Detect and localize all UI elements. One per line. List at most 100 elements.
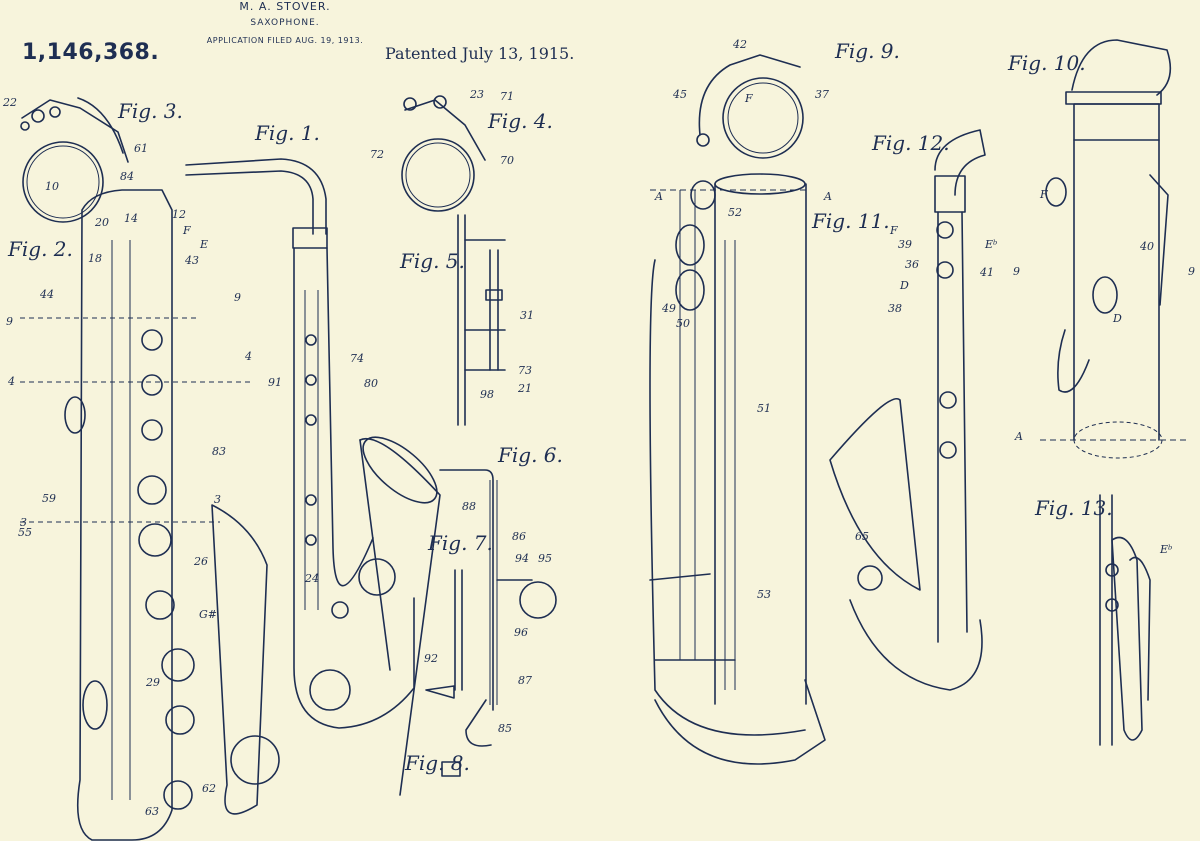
- figure-5-label: Fig. 5.: [399, 249, 465, 273]
- ref-44: 44: [39, 288, 54, 301]
- letter-Eb: Eᵇ: [984, 238, 997, 251]
- ref-12: 12: [172, 208, 186, 221]
- letter-A-fig10: A: [1014, 430, 1023, 443]
- section-mark-9-left: 9: [6, 315, 13, 328]
- letter-G-sharp: G#: [199, 608, 217, 621]
- application-filed-date: APPLICATION FILED AUG. 19, 1913.: [206, 36, 364, 45]
- letter-F-fig9: F: [744, 92, 753, 105]
- ref-87: 87: [518, 674, 532, 687]
- figure-12-label: Fig. 12.: [871, 131, 950, 155]
- letter-F-fig10: F: [1039, 188, 1048, 201]
- ref-70: 70: [500, 154, 514, 167]
- ref-24: 24: [304, 572, 319, 585]
- figure-10-label: Fig. 10.: [1007, 51, 1086, 75]
- ref-96: 96: [514, 626, 528, 639]
- section-mark-4-right: 4: [244, 350, 252, 363]
- figure-10-drawing: [1040, 39, 1190, 459]
- ref-80: 80: [364, 377, 378, 390]
- figure-13-label: Fig. 13.: [1034, 496, 1113, 520]
- section-mark-3-right: 3: [214, 493, 221, 506]
- figure-7-label: Fig. 7.: [427, 531, 493, 555]
- ref-26: 26: [193, 555, 208, 568]
- letter-D: D: [899, 279, 909, 292]
- ref-36: 36: [905, 258, 919, 271]
- ref-41: 41: [979, 266, 994, 279]
- inventor-name: M. A. STOVER.: [239, 0, 331, 13]
- figure-5-drawing: [457, 214, 506, 426]
- ref-43: 43: [184, 254, 199, 267]
- ref-62: 62: [202, 782, 216, 795]
- ref-83: 83: [212, 445, 226, 458]
- letter-D-fig10: D: [1112, 312, 1122, 325]
- figure-1-drawing: [185, 158, 441, 796]
- patent-number: 1,146,368.: [22, 40, 160, 65]
- patented-date: Patented July 13, 1915.: [385, 44, 575, 63]
- ref-52: 52: [728, 206, 742, 219]
- figure-2-label: Fig. 2.: [7, 237, 73, 261]
- ref-73: 73: [518, 364, 532, 377]
- ref-53: 53: [757, 588, 771, 601]
- ref-14: 14: [124, 212, 138, 225]
- section-mark-9-fig10: 9: [1013, 265, 1020, 278]
- letter-A-right: A: [823, 190, 832, 203]
- letter-Eb-fig13: Eᵇ: [1159, 543, 1172, 556]
- ref-91: 91: [268, 376, 282, 389]
- ref-88: 88: [462, 500, 476, 513]
- ref-21: 21: [517, 382, 532, 395]
- ref-94: 94: [515, 552, 529, 565]
- figure-4-drawing: [401, 95, 486, 212]
- figure-8-label: Fig. 8.: [404, 751, 470, 775]
- ref-39: 39: [898, 238, 912, 251]
- ref-22: 22: [2, 96, 17, 109]
- figure-4-label: Fig. 4.: [487, 109, 553, 133]
- ref-72: 72: [370, 148, 384, 161]
- figure-3-drawing: [20, 97, 129, 223]
- letter-A: A: [654, 190, 663, 203]
- ref-37: 37: [815, 88, 829, 101]
- figure-11-label: Fig. 11.: [811, 209, 890, 233]
- ref-86: 86: [512, 530, 526, 543]
- figure-12-drawing: [829, 129, 986, 691]
- figure-6-drawing: [439, 469, 557, 747]
- ref-95: 95: [538, 552, 552, 565]
- ref-61: 61: [134, 142, 148, 155]
- ref-40: 40: [1139, 240, 1154, 253]
- ref-38: 38: [888, 302, 902, 315]
- figure-7-drawing: [425, 569, 463, 699]
- ref-31: 31: [520, 309, 534, 322]
- ref-10: 10: [45, 180, 59, 193]
- ref-20: 20: [94, 216, 109, 229]
- figure-9-label: Fig. 9.: [834, 39, 900, 63]
- letter-F: F: [182, 224, 191, 237]
- ref-51: 51: [757, 402, 771, 415]
- ref-85: 85: [498, 722, 512, 735]
- section-mark-4-left: 4: [7, 375, 15, 388]
- figure-11-drawing: [649, 173, 826, 765]
- section-mark-9-right: 9: [234, 291, 241, 304]
- section-mark-9-fig10-right: 9: [1188, 265, 1195, 278]
- letter-F-fig12: F: [889, 224, 898, 237]
- figure-8-drawing: [441, 761, 461, 777]
- ref-18: 18: [88, 252, 102, 265]
- ref-65: 65: [855, 530, 869, 543]
- ref-42: 42: [732, 38, 747, 51]
- ref-55: 55: [18, 526, 32, 539]
- ref-45: 45: [672, 88, 687, 101]
- ref-50: 50: [676, 317, 690, 330]
- figure-2-drawing: [20, 189, 280, 841]
- figure-6-label: Fig. 6.: [497, 443, 563, 467]
- ref-74: 74: [350, 352, 364, 365]
- figure-1-label: Fig. 1.: [254, 121, 320, 145]
- figure-9-drawing: [696, 54, 804, 159]
- ref-29: 29: [145, 676, 160, 689]
- ref-63: 63: [145, 805, 159, 818]
- section-mark-3-left: 3: [20, 516, 27, 529]
- letter-E: E: [199, 238, 208, 251]
- ref-23: 23: [469, 88, 484, 101]
- ref-49: 49: [661, 302, 676, 315]
- ref-98: 98: [480, 388, 494, 401]
- ref-71: 71: [500, 90, 514, 103]
- ref-59: 59: [42, 492, 56, 505]
